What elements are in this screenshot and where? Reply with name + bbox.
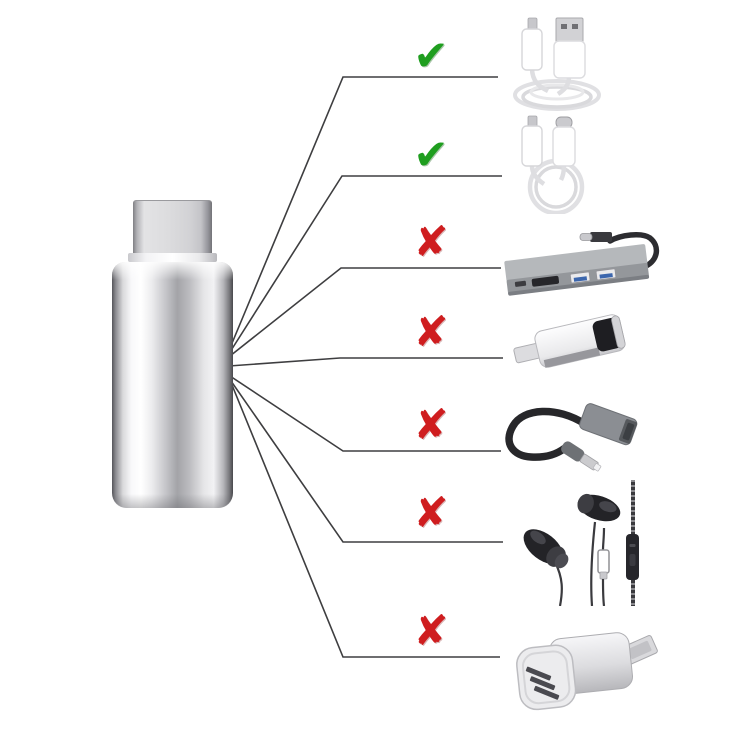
connector-line-2 xyxy=(229,175,502,353)
check-icon: ✔ xyxy=(413,31,449,80)
connector-line-1 xyxy=(229,76,498,349)
lightning-wired-earphones-image xyxy=(523,480,639,606)
lightning-usb-flash-drive-image xyxy=(513,314,626,368)
usb-c-plug-base xyxy=(128,253,217,262)
connector-line-3 xyxy=(229,267,501,357)
lightning-otg-adapter-cable-image xyxy=(505,403,638,472)
cross-icon: ✘ xyxy=(413,400,449,449)
check-icon: ✔ xyxy=(413,130,449,179)
connector-line-5 xyxy=(229,375,501,452)
connector-line-4 xyxy=(228,357,503,367)
usb-c-plug xyxy=(133,200,212,254)
lightning-to-usb-a-cable-image xyxy=(513,17,601,111)
cross-icon: ✘ xyxy=(413,307,449,356)
usb-c-multiport-hub-image xyxy=(504,231,660,296)
cross-icon: ✘ xyxy=(413,217,449,266)
connector-line-6 xyxy=(230,380,503,543)
lightning-to-usb-c-cable-image xyxy=(521,115,585,214)
adapter-body xyxy=(112,262,233,508)
cross-icon: ✘ xyxy=(413,606,449,655)
lightning-microsd-card-reader-image xyxy=(516,632,658,711)
cross-icon: ✘ xyxy=(413,488,449,537)
connector-line-7 xyxy=(231,384,500,658)
